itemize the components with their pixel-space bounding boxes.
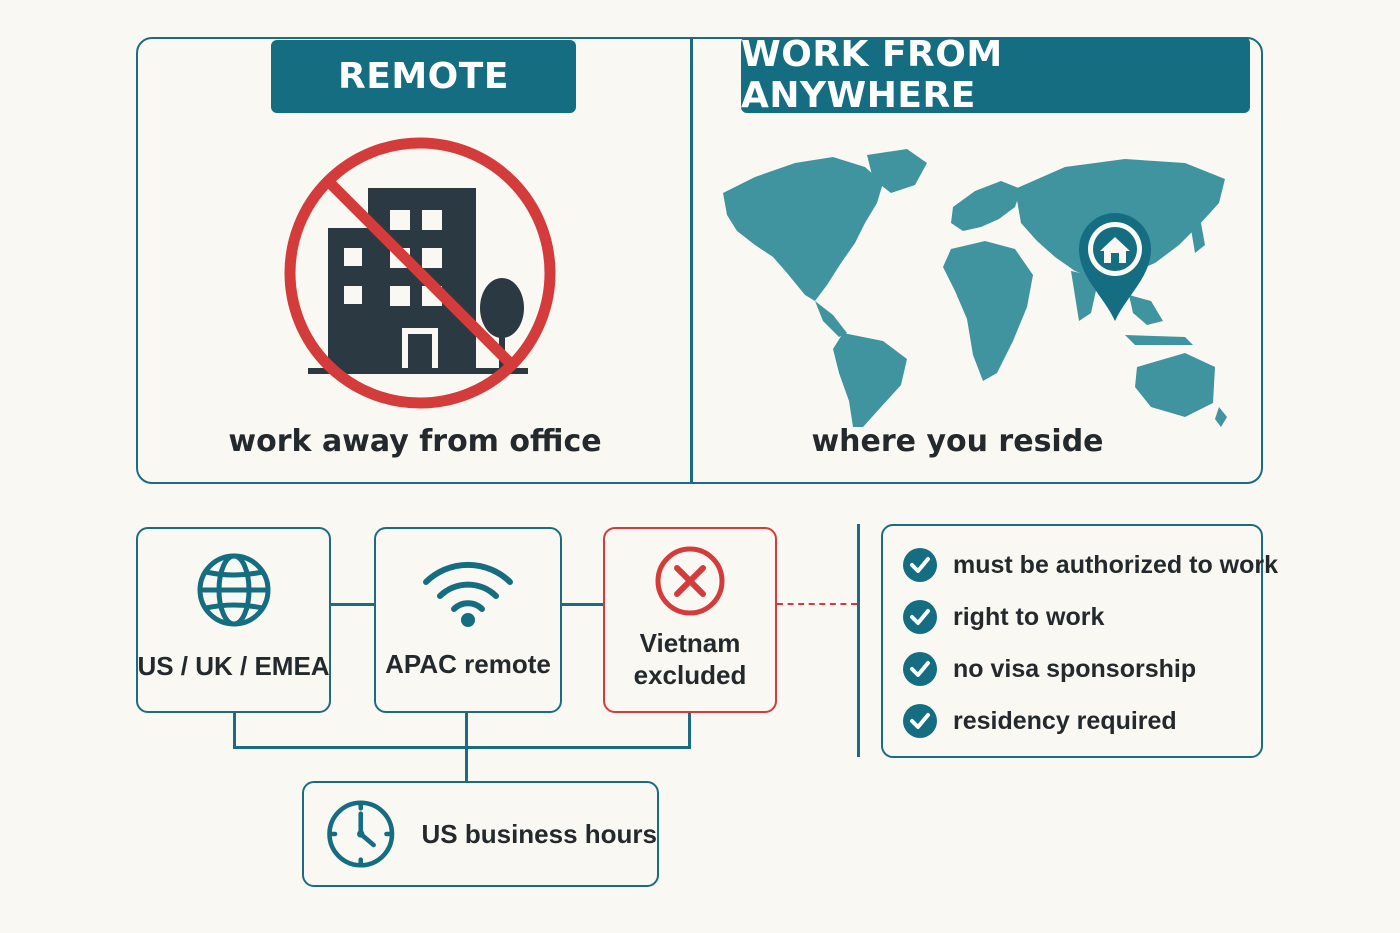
requirement-item: right to work xyxy=(903,591,1261,643)
top-panels-frame xyxy=(136,37,1263,484)
requirement-item: no visa sponsorship xyxy=(903,643,1261,695)
region-label: APAC remote xyxy=(385,649,551,679)
region-apac: APAC remote xyxy=(374,527,562,713)
anywhere-title: WORK FROM ANYWHERE xyxy=(741,34,1250,116)
region-label-line1: Vietnam xyxy=(639,628,741,658)
panel-divider xyxy=(690,37,693,484)
requirement-item: must be authorized to work xyxy=(903,539,1278,591)
bracket-bottom xyxy=(233,746,691,749)
home-location-pin-icon xyxy=(1079,213,1151,321)
requirements-list: must be authorized to work right to work… xyxy=(881,524,1278,758)
check-circle-icon xyxy=(903,548,937,582)
requirement-text: residency required xyxy=(953,706,1177,735)
requirement-text: right to work xyxy=(953,602,1105,631)
business-hours-box: US business hours xyxy=(302,781,659,887)
requirement-text: must be authorized to work xyxy=(953,550,1279,579)
remote-caption: work away from office xyxy=(228,424,602,459)
region-us-uk-emea: US / UK / EMEA xyxy=(136,527,331,713)
bracket-right-drop xyxy=(688,711,691,748)
connector-h-1 xyxy=(330,603,376,606)
business-hours-label: US business hours xyxy=(421,819,658,849)
region-vietnam-excluded: Vietnam excluded xyxy=(603,527,777,713)
requirement-item: residency required xyxy=(903,695,1261,747)
dashed-connector xyxy=(777,603,857,605)
requirement-text: no visa sponsorship xyxy=(953,654,1197,683)
anywhere-caption: where you reside xyxy=(811,424,1104,459)
x-circle-icon xyxy=(655,546,725,616)
vertical-separator xyxy=(857,524,860,757)
globe-icon xyxy=(197,553,270,627)
bracket-left-drop xyxy=(233,711,236,748)
wifi-icon xyxy=(423,561,513,627)
world-map-icon xyxy=(723,149,1227,427)
check-circle-icon xyxy=(903,652,937,686)
apac-drop xyxy=(465,711,468,781)
connector-h-2 xyxy=(560,603,604,606)
clock-icon xyxy=(327,800,395,868)
region-label: US / UK / EMEA xyxy=(137,651,330,681)
check-circle-icon xyxy=(903,600,937,634)
check-circle-icon xyxy=(903,704,937,738)
remote-title: REMOTE xyxy=(271,40,576,113)
no-office-building-icon xyxy=(284,137,556,409)
region-label-line2: excluded xyxy=(633,660,747,690)
